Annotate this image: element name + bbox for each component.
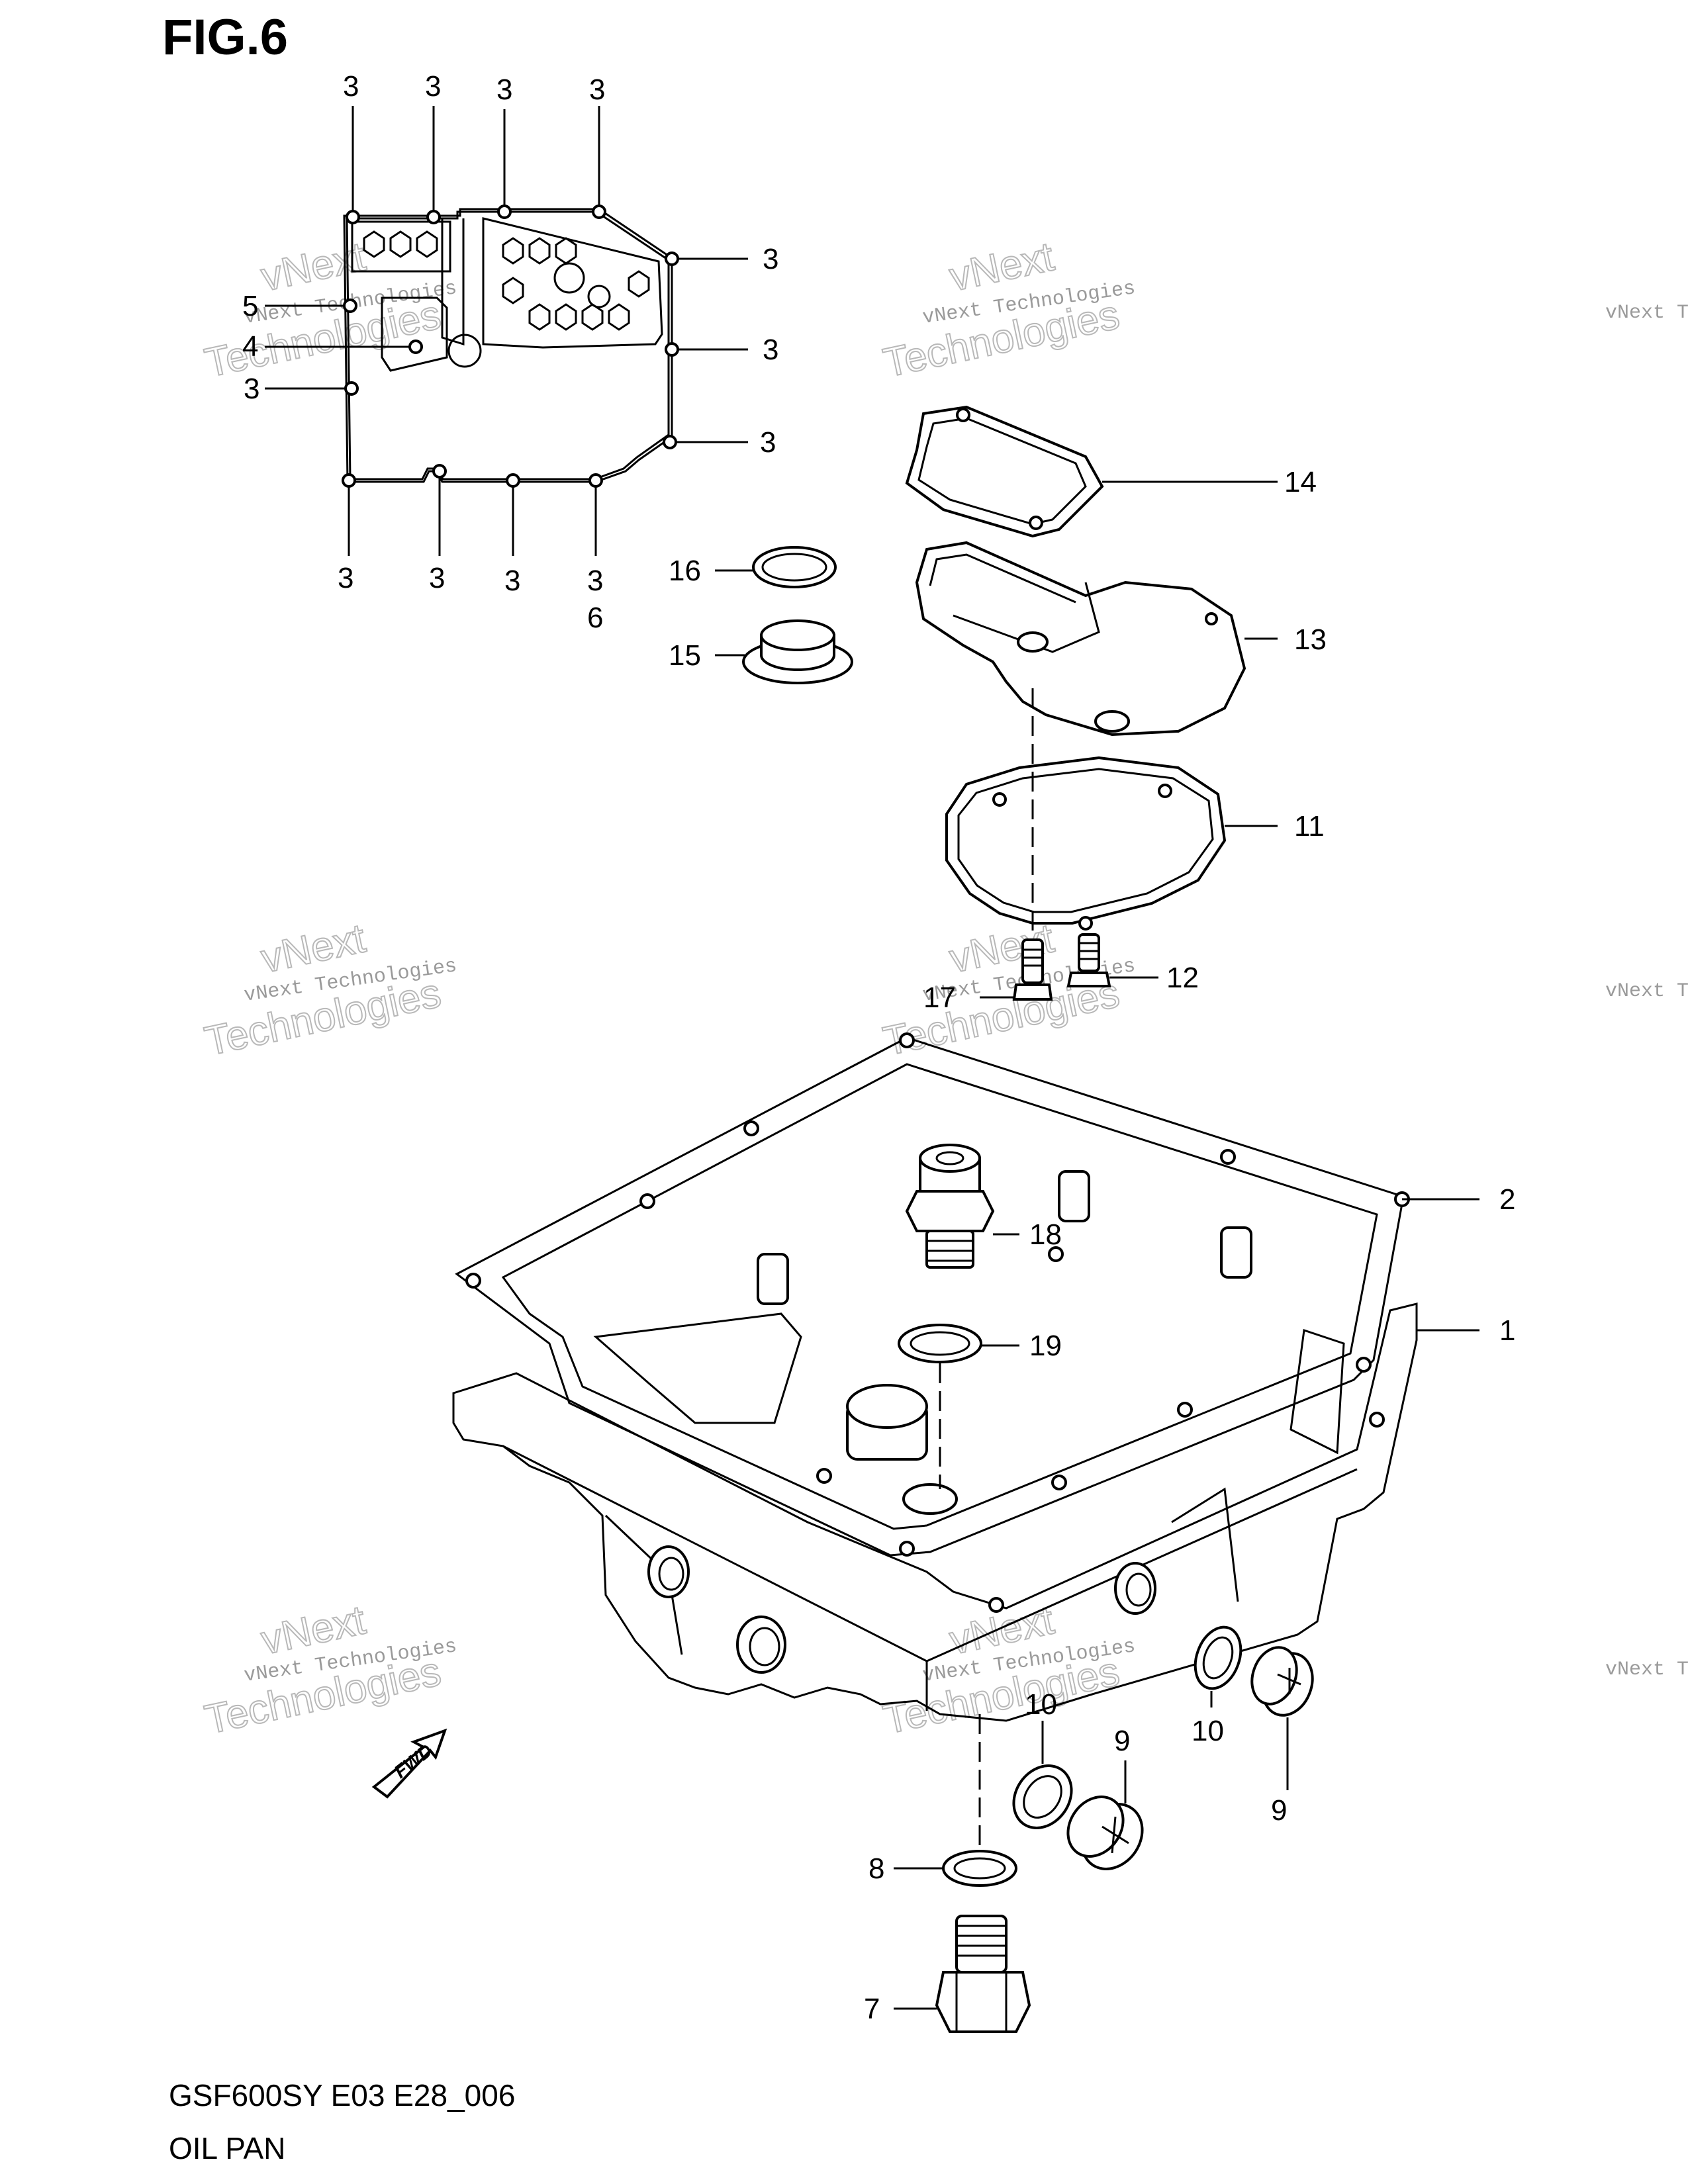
part-13-cooler-cover (915, 541, 1246, 737)
callout-19: 19 (1029, 1330, 1062, 1362)
callout-2: 2 (1499, 1183, 1515, 1216)
part-19-washer (898, 1324, 982, 1489)
callout-16: 16 (669, 555, 701, 587)
part-14-cover-gasket (905, 405, 1104, 538)
callout-10-right: 10 (1192, 1715, 1224, 1747)
part-12-bolt (1066, 933, 1111, 987)
oil-pan-body (452, 1170, 1418, 1722)
svg-text:vNext Technologies: vNext Technologies (1605, 1659, 1688, 1681)
oil-pan-gasket (455, 1032, 1410, 1557)
part-10-washer-right (1194, 1625, 1243, 1690)
leader-lines (265, 106, 1479, 2010)
callout-9-left: 9 (1114, 1725, 1130, 1757)
callout-3-bottom-4: 3 (587, 565, 603, 597)
part-18-oil-pressure-switch (905, 1144, 995, 1269)
callout-15: 15 (669, 639, 701, 672)
callout-11: 11 (1294, 810, 1325, 842)
part-9-plug-right (1250, 1646, 1314, 1717)
callout-3-bottom-3: 3 (504, 565, 520, 597)
watermark-right-edge: vNext Technologies vNext Technologies vN… (1605, 302, 1688, 1681)
part-11-cover-o-ring (945, 756, 1227, 931)
callout-9-right: 9 (1271, 1794, 1287, 1827)
oil-pan-inner-bosses (757, 1170, 1252, 1461)
watermark-mid-left: vNext vNext Technologies Technologies (201, 915, 459, 1065)
callout-4: 4 (242, 330, 258, 363)
oil-strainer-gasket-outline (342, 205, 679, 488)
oil-pan-ports (647, 1412, 1385, 1674)
callout-10-left: 10 (1025, 1688, 1057, 1721)
callout-17: 17 (923, 981, 956, 1014)
callout-3-top-3: 3 (496, 73, 512, 106)
section-name: OIL PAN (169, 2131, 285, 2165)
part-7-drain-plug (935, 1915, 1031, 2033)
callout-1: 1 (1499, 1314, 1515, 1347)
callout-3-bottom-1: 3 (338, 562, 353, 594)
callout-6: 6 (587, 602, 603, 634)
part-9-plug-left (1066, 1796, 1144, 1870)
callout-5: 5 (242, 290, 258, 322)
svg-text:vNext Technologies: vNext Technologies (1605, 302, 1688, 324)
callout-18: 18 (1029, 1218, 1062, 1251)
callout-3-right-1: 3 (763, 243, 778, 275)
part-8-washer (942, 1714, 1017, 1887)
svg-text:vNext Technologies: vNext Technologies (1605, 980, 1688, 1003)
fwd-direction-marker: FWD (371, 1728, 447, 1799)
figure-title: FIG.6 (162, 9, 288, 66)
part-15-collar (742, 619, 853, 684)
callout-13: 13 (1294, 623, 1327, 656)
callout-14: 14 (1284, 466, 1317, 498)
callout-3-top-1: 3 (343, 70, 359, 103)
callout-7: 7 (864, 1993, 880, 2025)
callout-12: 12 (1166, 962, 1199, 994)
callout-3-left: 3 (244, 373, 259, 405)
model-code: GSF600SY E03 E28_006 (169, 2078, 515, 2113)
callout-labels: 3 3 3 3 3 3 3 3 3 3 3 3 6 5 4 14 13 11 1… (242, 70, 1515, 2025)
callout-3-right-2: 3 (763, 334, 778, 366)
watermark-bottom-left: vNext vNext Technologies Technologies (201, 1596, 459, 1743)
callout-3-bottom-2: 3 (429, 562, 445, 594)
callout-8: 8 (868, 1852, 884, 1885)
part-16-o-ring (752, 546, 837, 588)
callout-3-top-4: 3 (589, 73, 605, 106)
part-17-bolt (1012, 688, 1053, 1001)
watermark-top-center: vNext vNext Technologies Technologies (879, 233, 1137, 387)
part-10-washer-left (1012, 1764, 1073, 1829)
callout-3-top-2: 3 (425, 70, 441, 103)
callout-3-right-3: 3 (760, 426, 776, 459)
strainer-mesh (351, 217, 663, 349)
